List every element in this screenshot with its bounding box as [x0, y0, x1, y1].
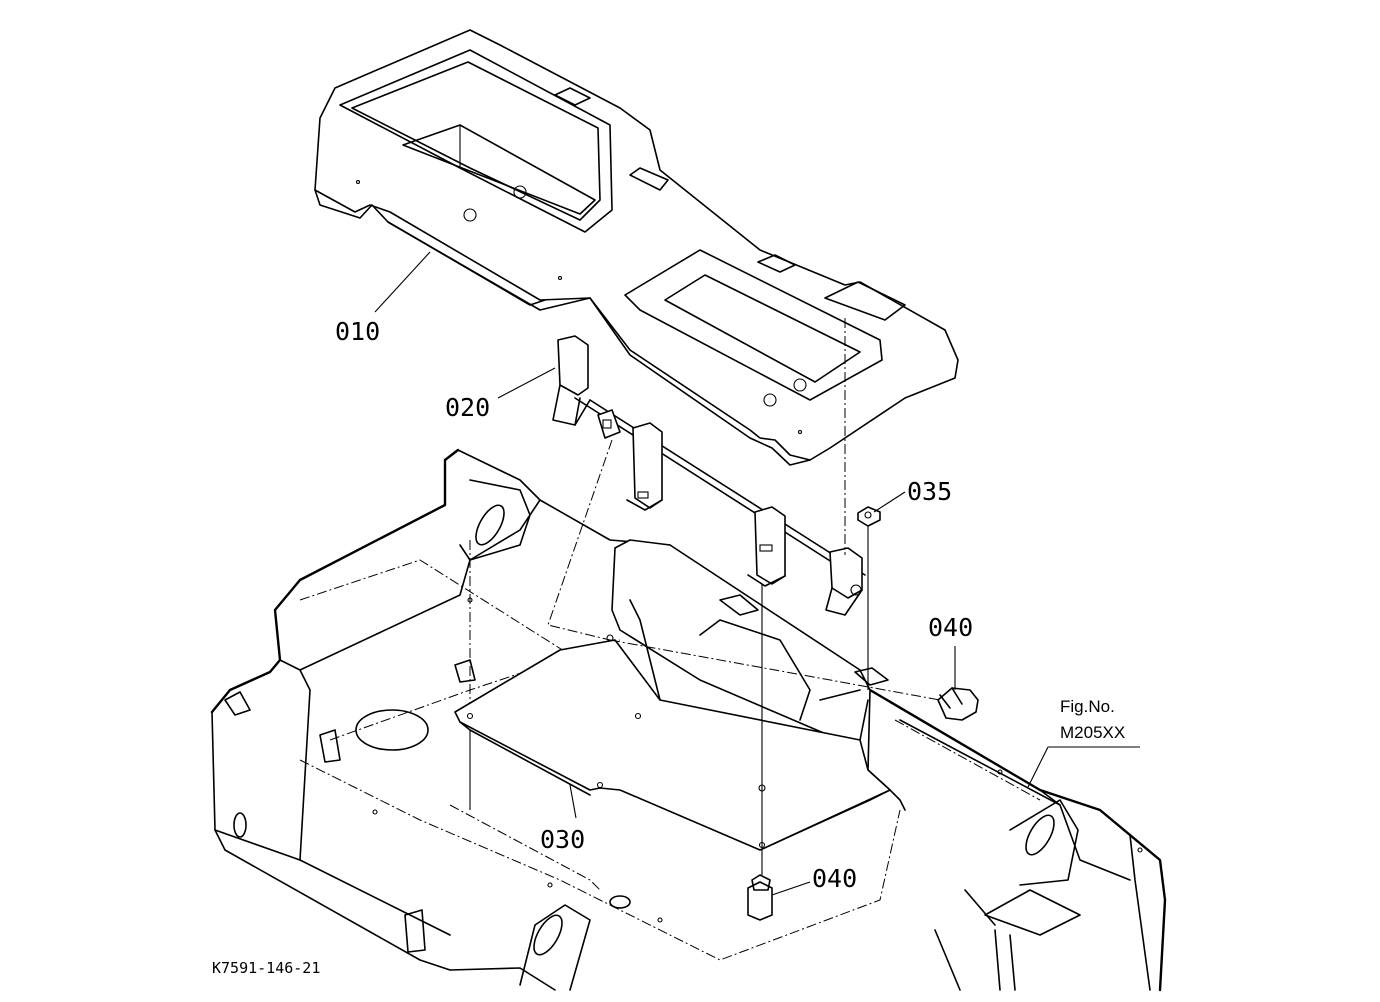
callout-010: 010: [335, 317, 380, 346]
diagram-code: K7591-146-21: [212, 959, 320, 977]
callout-020: 020: [445, 393, 490, 422]
figure-ref-number: M205XX: [1060, 723, 1125, 742]
callout-040-upper: 040: [928, 613, 973, 642]
figure-ref-label: Fig.No.: [1060, 697, 1115, 716]
callout-035: 035: [907, 477, 952, 506]
callout-040-lower: 040: [812, 864, 857, 893]
grommet-040-lower: [747, 874, 773, 921]
callout-030: 030: [540, 825, 585, 854]
grommet-040-upper: [937, 687, 979, 721]
bracket-assembly-part: [552, 335, 866, 616]
alignment-lines: [469, 318, 941, 875]
bolt-035: [857, 506, 881, 527]
console-cover-part: [314, 29, 959, 466]
callout-leaders: [374, 251, 1140, 896]
